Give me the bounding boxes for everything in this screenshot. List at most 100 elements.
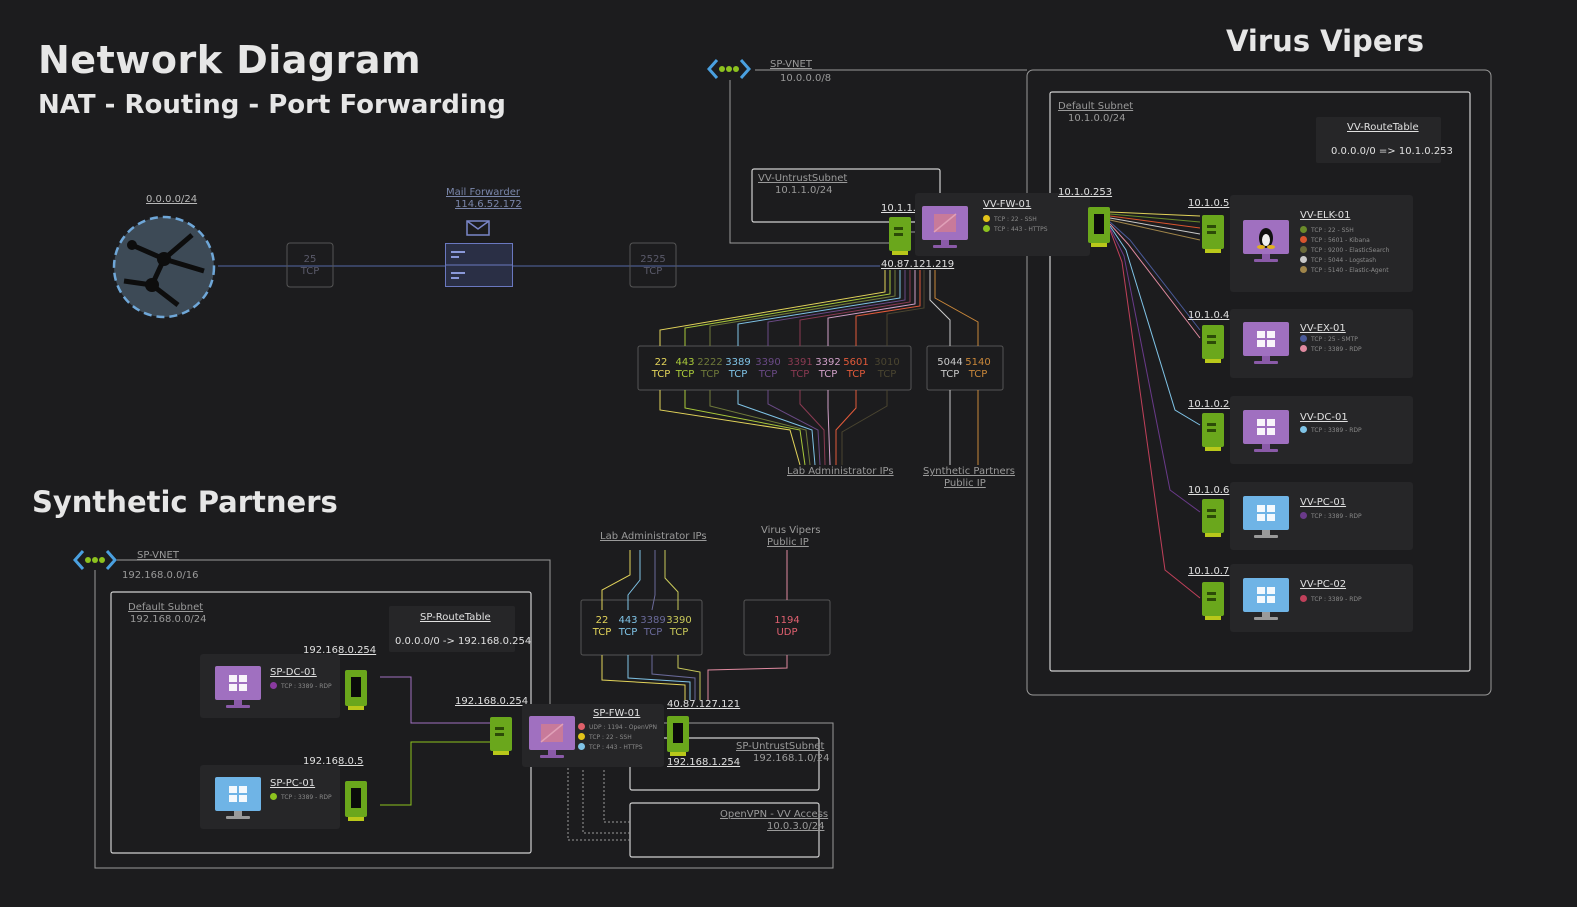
vv-untrust-subnet-name: VV-UntrustSubnet [758, 173, 848, 184]
vv-ex-windows-vm-icon [1243, 322, 1289, 366]
vv-dc-ip: 10.1.0.254 [1188, 399, 1243, 410]
vv-elk-nic-icon [1202, 215, 1224, 253]
vv-pc02-name: VV-PC-02 [1300, 579, 1347, 590]
vv-pc02-ip: 10.1.0.7 [1188, 566, 1230, 577]
sp-section-title: Synthetic Partners [32, 485, 338, 519]
vv-fw-public-ip: 40.87.121.219 [881, 259, 955, 270]
vv-section-title: Virus Vipers [1226, 24, 1425, 58]
sp-nat-group1-box [580, 599, 703, 656]
vv-nat-to-lab-admin-lines [659, 390, 979, 466]
vv-elk-name: VV-ELK-01 [1300, 210, 1351, 221]
vv-nat-fanout-lines [659, 270, 979, 346]
vv-dc-windows-vm-icon [1243, 410, 1289, 454]
mail-forwarder-label: Mail Forwarder [446, 187, 520, 198]
vv-elk-ip: 10.1.0.5 [1188, 198, 1230, 209]
vv-route-table-route: 0.0.0.0/0 => 10.1.0.253 [1331, 146, 1453, 157]
vv-vnet-box [1026, 69, 1492, 696]
mail-forwarder-ip: 114.6.52.172 [455, 199, 522, 210]
sp-dc-nic-icon [345, 670, 367, 710]
vv-vnet-name: SP-VNET [770, 59, 812, 70]
vv-elk-services: TCP : 22 - SSH TCP : 5601 - Kibana TCP :… [1300, 226, 1389, 276]
sp-nat-to-fw-lines [601, 655, 788, 700]
sp-fw-trust-nic-ip: 192.168.0.254 [455, 696, 529, 707]
vv-pc02-services: TCP : 3389 - RDP [1300, 595, 1362, 605]
vv-pc01-nic-icon [1202, 499, 1224, 537]
wan-port-25-box [286, 242, 334, 288]
vv-ex-nic-icon [1202, 325, 1224, 363]
sp-pc-nic-icon [345, 781, 367, 821]
sp-openvpn-dotted-1 [567, 760, 630, 841]
internet-cidr-label: 0.0.0.0/24 [146, 194, 198, 205]
sp-openvpn-subnet-name: OpenVPN - VV Access [720, 809, 829, 820]
sp-pc-to-fw-line [380, 741, 490, 806]
sp-fw-services: UDP : 1194 - OpenVPN TCP : 22 - SSH TCP … [578, 723, 657, 753]
sp-fw-untrust-nic-icon [667, 716, 689, 756]
sp-dc-ip: 192.168.0.254 [303, 645, 377, 656]
sp-pc-name: SP-PC-01 [270, 778, 316, 789]
sp-fw-untrust-nic-ip: 192.168.1.254 [667, 757, 741, 768]
vv-fw-trust-nic-ip: 10.1.0.253 [1058, 187, 1113, 198]
sp-pc-windows-vm-icon [215, 777, 261, 821]
sp-fw-vm-icon [529, 716, 575, 760]
vv-default-subnet-name: Default Subnet [1058, 101, 1134, 112]
sp-lab-admin-label: Lab Administrator IPs [600, 531, 707, 542]
sp-lab-admin-to-nat-lines [601, 550, 788, 611]
vv-default-subnet-box [1049, 91, 1471, 672]
sp-fw-name: SP-FW-01 [593, 708, 641, 719]
sp-default-subnet-name: Default Subnet [128, 602, 204, 613]
sp-vnet-name: SP-VNET [137, 550, 179, 561]
sp-dc-windows-vm-icon [215, 666, 261, 710]
vv-sp-public-label-2: Public IP [944, 478, 986, 489]
vv-fw-trust-nic-icon [1088, 207, 1110, 247]
vv-pc01-windows-vm-icon [1243, 496, 1289, 540]
sp-untrust-subnet-cidr: 192.168.1.0/24 [753, 753, 830, 764]
vv-pc02-nic-icon [1202, 582, 1224, 620]
sp-vnet-frame [94, 559, 834, 869]
vv-fw-to-hosts-lines [1109, 211, 1201, 599]
sp-route-table-box [389, 606, 515, 652]
vv-pc02-windows-vm-icon [1243, 578, 1289, 622]
sp-openvpn-dotted-3 [603, 770, 630, 823]
vv-ex-ip: 10.1.0.4 [1188, 310, 1230, 321]
sp-openvpn-subnet-cidr: 10.0.3.0/24 [767, 821, 825, 832]
sp-pc-services: TCP : 3389 - RDP [270, 793, 332, 803]
sp-route-table-name: SP-RouteTable [420, 612, 491, 623]
wan-port-2525-box [629, 242, 677, 288]
vv-sp-public-label-1: Synthetic Partners [923, 466, 1015, 477]
vv-dc-name: VV-DC-01 [1300, 412, 1348, 423]
sp-vnet-icon [72, 549, 118, 571]
vv-fw-name: VV-FW-01 [983, 199, 1032, 210]
vv-pc01-services: TCP : 3389 - RDP [1300, 512, 1362, 522]
vv-fw-untrust-nic-icon [889, 217, 911, 255]
vv-fw-vm-icon [922, 206, 968, 250]
sp-pc-ip: 192.168.0.5 [303, 756, 364, 767]
sp-default-subnet-cidr: 192.168.0.0/24 [130, 614, 207, 625]
diagram-title: Network Diagram [38, 38, 422, 82]
vv-nat-group1-box [637, 345, 912, 391]
vv-vnet-icon [706, 58, 752, 80]
sp-route-table-route: 0.0.0.0/0 -> 192.168.0.254 [395, 636, 532, 647]
sp-dc-services: TCP : 3389 - RDP [270, 682, 332, 692]
vv-dc-services: TCP : 3389 - RDP [1300, 426, 1362, 436]
vv-dc-nic-icon [1202, 413, 1224, 451]
sp-openvpn-dotted-2 [582, 770, 630, 834]
vv-nat-group2-box [926, 345, 1004, 391]
